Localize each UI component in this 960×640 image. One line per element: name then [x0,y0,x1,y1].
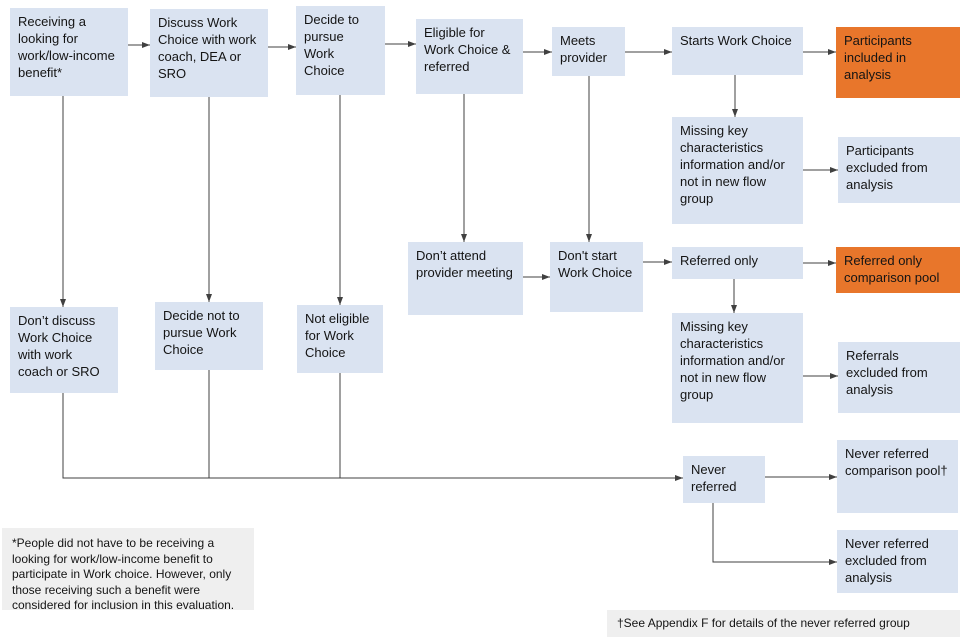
flow-box-participants-excluded: Participants excluded from analysis [838,137,960,203]
flow-box-missing-characteristics-participants: Missing key characteristics information … [672,117,803,224]
flow-box-referred-only-comparison-pool: Referred only comparison pool [836,247,960,293]
flow-box-eligible-referred: Eligible for Work Choice & referred [416,19,523,94]
flow-box-dont-start-work-choice: Don't start Work Choice [550,242,643,312]
flow-box-referrals-excluded: Referrals excluded from analysis [838,342,960,413]
flow-box-dont-discuss-work-choice: Don’t discuss Work Choice with work coac… [10,307,118,393]
flow-box-participants-included: Participants included in analysis [836,27,960,98]
footnote-benefit-asterisk: *People did not have to be receiving a l… [2,528,254,612]
flow-box-not-eligible: Not eligible for Work Choice [297,305,383,373]
flow-box-never-referred: Never referred [683,456,765,503]
flow-box-starts-work-choice: Starts Work Choice [672,27,803,75]
flow-box-never-referred-comparison-pool: Never referred comparison pool† [837,440,958,513]
flow-box-referred-only: Referred only [672,247,803,279]
footnote-appendix-f-dagger: †See Appendix F for details of the never… [607,610,960,637]
flow-arrow [62,393,683,481]
flow-box-discuss-work-choice: Discuss Work Choice with work coach, DEA… [150,9,268,97]
flow-box-receiving-benefit: Receiving a looking for work/low-income … [10,8,128,96]
flow-box-decide-not-to-pursue: Decide not to pursue Work Choice [155,302,263,370]
flow-box-dont-attend-provider: Don’t attend provider meeting [408,242,523,315]
flow-box-never-referred-excluded: Never referred excluded from analysis [837,530,958,593]
flow-arrow [712,503,837,565]
flow-box-decide-to-pursue: Decide to pursue Work Choice [296,6,385,95]
flow-box-missing-characteristics-referrals: Missing key characteristics information … [672,313,803,423]
flow-box-meets-provider: Meets provider [552,27,625,76]
